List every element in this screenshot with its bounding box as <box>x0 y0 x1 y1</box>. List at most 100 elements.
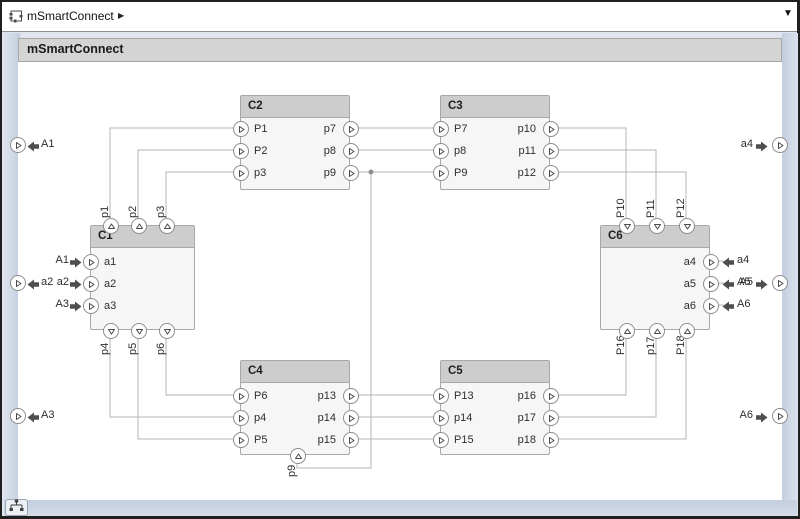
stub-label: A1 <box>55 254 69 266</box>
output-port[interactable] <box>703 254 719 270</box>
output-port[interactable] <box>131 218 147 234</box>
input-port[interactable] <box>233 388 249 404</box>
stub-label: A3 <box>55 298 69 310</box>
port-label: p10 <box>517 123 536 135</box>
output-port[interactable] <box>343 121 359 137</box>
port-label: P11 <box>645 199 657 218</box>
output-port[interactable] <box>343 432 359 448</box>
port-label: p11 <box>518 145 536 157</box>
output-port[interactable] <box>159 218 175 234</box>
input-port[interactable] <box>679 323 695 339</box>
connection-arrow-icon <box>722 255 734 273</box>
input-port[interactable] <box>619 218 635 234</box>
component-c1[interactable]: C1 a1 a2 a3 <box>83 218 195 339</box>
boundary-port[interactable] <box>772 275 788 291</box>
component-name: C4 <box>241 361 349 383</box>
port-label: P10 <box>615 198 627 218</box>
input-port[interactable] <box>679 218 695 234</box>
connection-arrow-icon <box>27 277 39 295</box>
input-port[interactable] <box>433 165 449 181</box>
input-port[interactable] <box>83 254 99 270</box>
model-browser-button[interactable] <box>5 499 28 516</box>
output-port[interactable] <box>543 388 559 404</box>
boundary-port[interactable] <box>10 275 26 291</box>
output-port[interactable] <box>343 410 359 426</box>
port-label: P2 <box>254 145 268 157</box>
boundary-port-label: A3 <box>41 409 55 421</box>
port-label: a2 <box>104 278 117 290</box>
component-c6[interactable]: C6 a4 a5 a6 <box>600 218 719 339</box>
port-label: p17 <box>517 412 536 424</box>
connection-arrow-icon <box>756 277 768 295</box>
output-port[interactable] <box>543 121 559 137</box>
wire-junction-dot <box>368 169 374 175</box>
input-port[interactable] <box>233 165 249 181</box>
breadcrumb-expand-icon[interactable]: ▶ <box>118 11 125 20</box>
port-label: p3 <box>254 167 267 179</box>
port-label: p3 <box>155 205 167 218</box>
breadcrumb-bar: mSmartConnect ▶ ▼ <box>2 2 797 32</box>
boundary-port[interactable] <box>10 137 26 153</box>
input-port[interactable] <box>83 298 99 314</box>
input-port[interactable] <box>649 323 665 339</box>
breadcrumb-collapse-icon[interactable]: ▼ <box>783 8 793 19</box>
stub-label: a4 <box>737 254 750 266</box>
port-label: p14 <box>454 412 473 424</box>
output-port[interactable] <box>703 298 719 314</box>
output-port[interactable] <box>543 432 559 448</box>
output-port[interactable] <box>343 165 359 181</box>
input-port[interactable] <box>233 410 249 426</box>
output-port[interactable] <box>103 218 119 234</box>
output-port[interactable] <box>543 165 559 181</box>
output-port[interactable] <box>343 143 359 159</box>
component-c3[interactable]: C3 P7 p8 P9 p10 p11 p12 <box>433 95 559 190</box>
boundary-port-label: a4 <box>740 138 753 150</box>
boundary-port-label: A1 <box>41 138 55 150</box>
connection-arrow-icon <box>722 299 734 317</box>
input-port[interactable] <box>649 218 665 234</box>
input-port[interactable] <box>433 410 449 426</box>
input-port[interactable] <box>433 143 449 159</box>
input-port[interactable] <box>433 121 449 137</box>
output-port[interactable] <box>343 388 359 404</box>
port-label: P6 <box>254 390 268 402</box>
connection-arrow-icon <box>70 255 82 273</box>
port-label: p15 <box>317 434 336 446</box>
port-label: a3 <box>104 300 117 312</box>
port-label: a1 <box>104 256 117 268</box>
input-port[interactable] <box>433 388 449 404</box>
connection-arrow-icon <box>70 299 82 317</box>
output-port[interactable] <box>103 323 119 339</box>
port-label: P15 <box>454 434 474 446</box>
port-label: p8 <box>323 145 336 157</box>
component-c4[interactable]: C4 P6 p4 P5 p13 p14 p15 <box>233 360 359 464</box>
connection-arrow-icon <box>27 410 39 428</box>
port-label: p1 <box>99 205 111 218</box>
breadcrumb-model-name[interactable]: mSmartConnect <box>27 9 114 23</box>
port-label: P13 <box>454 390 474 402</box>
architecture-title-bar: mSmartConnect <box>18 38 782 62</box>
input-port[interactable] <box>233 432 249 448</box>
frame-edge-bottom <box>4 500 797 516</box>
input-port[interactable] <box>290 448 306 464</box>
port-label: P12 <box>675 198 687 218</box>
output-port[interactable] <box>131 323 147 339</box>
input-port[interactable] <box>233 143 249 159</box>
input-port[interactable] <box>233 121 249 137</box>
component-c2[interactable]: C2 P1 P2 p3 p7 p8 p9 <box>233 95 359 190</box>
connection-arrow-icon <box>27 139 39 157</box>
port-label: p14 <box>317 412 336 424</box>
hierarchy-icon <box>9 499 24 517</box>
output-port[interactable] <box>159 323 175 339</box>
boundary-port[interactable] <box>772 137 788 153</box>
output-port[interactable] <box>703 276 719 292</box>
output-port[interactable] <box>543 143 559 159</box>
component-c5[interactable]: C5 P13 p14 P15 p16 p17 p18 <box>433 360 559 455</box>
output-port[interactable] <box>543 410 559 426</box>
boundary-port[interactable] <box>10 408 26 424</box>
boundary-port[interactable] <box>772 408 788 424</box>
input-port[interactable] <box>433 432 449 448</box>
input-port[interactable] <box>83 276 99 292</box>
input-port[interactable] <box>619 323 635 339</box>
